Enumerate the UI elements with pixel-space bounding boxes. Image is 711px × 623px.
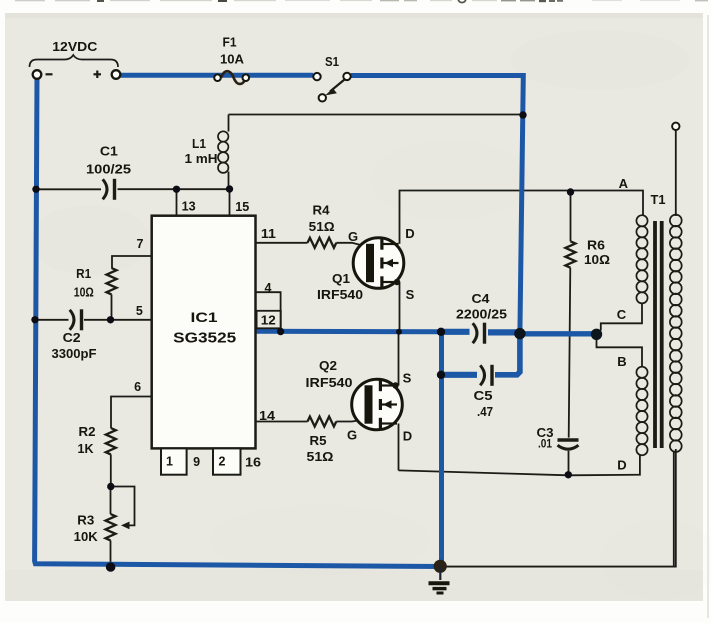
svg-text:C1: C1 — [100, 143, 118, 158]
svg-text:Q1: Q1 — [332, 271, 350, 286]
svg-text:C2: C2 — [63, 330, 81, 345]
svg-text:S: S — [403, 371, 412, 386]
svg-text:1: 1 — [166, 455, 173, 469]
svg-text:L1: L1 — [192, 136, 206, 151]
svg-text:D: D — [403, 429, 412, 444]
svg-text:4: 4 — [265, 281, 272, 295]
svg-text:1K: 1K — [78, 441, 95, 456]
svg-text:R4: R4 — [313, 203, 331, 218]
svg-text:.47: .47 — [477, 404, 493, 419]
svg-text:C5: C5 — [474, 388, 493, 403]
svg-text:2: 2 — [219, 455, 226, 469]
svg-text:9: 9 — [193, 455, 200, 469]
svg-text:51Ω: 51Ω — [307, 449, 334, 464]
svg-text:D: D — [405, 226, 414, 241]
svg-text:16: 16 — [245, 456, 261, 470]
svg-text:T1: T1 — [651, 192, 666, 207]
svg-text:11: 11 — [261, 227, 276, 241]
svg-text:10Ω: 10Ω — [584, 252, 610, 267]
svg-text:R3: R3 — [77, 513, 94, 528]
svg-text:R1: R1 — [76, 266, 91, 281]
svg-text:6: 6 — [134, 380, 141, 394]
svg-text:10Ω: 10Ω — [74, 285, 94, 300]
svg-text:1 mH: 1 mH — [185, 151, 218, 166]
svg-text:B: B — [617, 354, 626, 369]
svg-text:12: 12 — [261, 313, 276, 327]
svg-text:G: G — [348, 229, 358, 244]
svg-text:IRF540: IRF540 — [317, 287, 363, 302]
svg-text:12VDC: 12VDC — [52, 39, 98, 54]
svg-text:R2: R2 — [79, 424, 96, 439]
svg-text:Q2: Q2 — [319, 358, 337, 373]
svg-text:14: 14 — [259, 409, 275, 423]
svg-text:R6: R6 — [587, 238, 605, 253]
svg-text:D: D — [617, 458, 626, 473]
svg-text:C3: C3 — [537, 426, 554, 440]
svg-text:A: A — [619, 176, 629, 191]
svg-text:3300pF: 3300pF — [52, 346, 97, 361]
svg-text:R5: R5 — [310, 433, 327, 448]
svg-text:5: 5 — [136, 304, 143, 318]
svg-text:100/25: 100/25 — [86, 162, 131, 177]
svg-text:IRF540: IRF540 — [306, 375, 353, 390]
svg-text:G: G — [347, 428, 357, 443]
svg-text:SG3525: SG3525 — [173, 331, 236, 347]
svg-text:51Ω: 51Ω — [309, 219, 335, 234]
svg-text:IC1: IC1 — [191, 309, 218, 325]
svg-text:13: 13 — [182, 200, 196, 214]
svg-text:S1: S1 — [325, 54, 339, 69]
svg-text:2200/25: 2200/25 — [456, 307, 507, 322]
svg-text:.01: .01 — [538, 439, 553, 451]
svg-text:10K: 10K — [74, 529, 99, 544]
svg-text:10A: 10A — [220, 52, 245, 67]
svg-text:C: C — [617, 307, 627, 322]
svg-text:C4: C4 — [472, 291, 491, 306]
svg-text:F1: F1 — [223, 35, 237, 50]
svg-text:S: S — [406, 287, 415, 302]
svg-text:15: 15 — [235, 200, 249, 214]
svg-text:7: 7 — [137, 237, 144, 251]
